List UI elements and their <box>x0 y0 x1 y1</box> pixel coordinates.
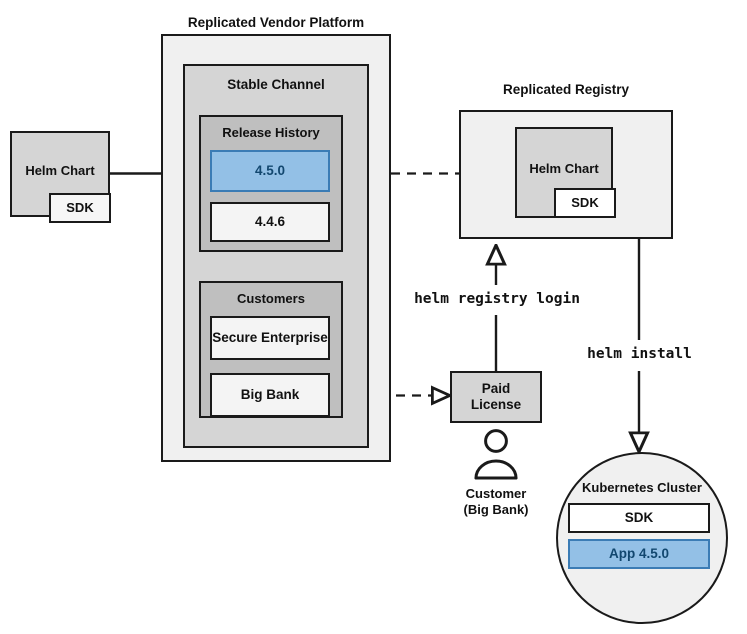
vendor-platform-title: Replicated Vendor Platform <box>187 15 365 30</box>
registry-helm-chart-sdk-box: SDK <box>554 188 616 218</box>
customer-item-big-bank-label: Big Bank <box>240 387 300 403</box>
customer-item-big-bank[interactable]: Big Bank <box>210 373 330 417</box>
paid-license-box: Paid License <box>450 371 542 423</box>
command-helm-install: helm install <box>587 346 692 362</box>
paid-license-label-line1: Paid <box>481 381 511 397</box>
customer-actor <box>465 428 527 480</box>
customers-label: Customers <box>237 291 305 306</box>
cluster-item-app-label: App 4.5.0 <box>608 546 670 562</box>
registry-title: Replicated Registry <box>502 82 630 97</box>
paid-license-label-line2: License <box>470 397 522 412</box>
customer-actor-label: Customer (Big Bank) <box>436 486 556 517</box>
release-item-4-4-6-label: 4.4.6 <box>254 214 286 230</box>
cluster-item-sdk-label: SDK <box>624 510 654 526</box>
customer-item-secure-enterprise[interactable]: Secure Enterprise <box>210 316 330 360</box>
customer-actor-label-line2: (Big Bank) <box>463 501 529 517</box>
cluster-item-sdk: SDK <box>568 503 710 533</box>
customer-item-secure-enterprise-label: Secure Enterprise <box>212 330 328 346</box>
kubernetes-cluster-label: Kubernetes Cluster <box>582 480 702 495</box>
registry-helm-chart-label: Helm Chart <box>529 161 599 176</box>
source-helm-chart-sdk-label: SDK <box>66 200 94 216</box>
source-helm-chart-label: Helm Chart <box>25 163 95 178</box>
kubernetes-cluster-container <box>556 452 728 624</box>
release-history-label: Release History <box>222 125 320 140</box>
person-icon <box>474 429 518 480</box>
release-item-4-5-0-label: 4.5.0 <box>254 163 286 179</box>
release-item-4-4-6[interactable]: 4.4.6 <box>210 202 330 242</box>
command-helm-registry-login: helm registry login <box>414 291 580 307</box>
customer-actor-label-line1: Customer <box>465 486 527 501</box>
cluster-item-app: App 4.5.0 <box>568 539 710 569</box>
source-helm-chart-sdk-box: SDK <box>49 193 111 223</box>
registry-helm-chart-sdk-label: SDK <box>571 195 599 211</box>
stable-channel-label: Stable Channel <box>227 77 325 92</box>
release-item-4-5-0[interactable]: 4.5.0 <box>210 150 330 192</box>
